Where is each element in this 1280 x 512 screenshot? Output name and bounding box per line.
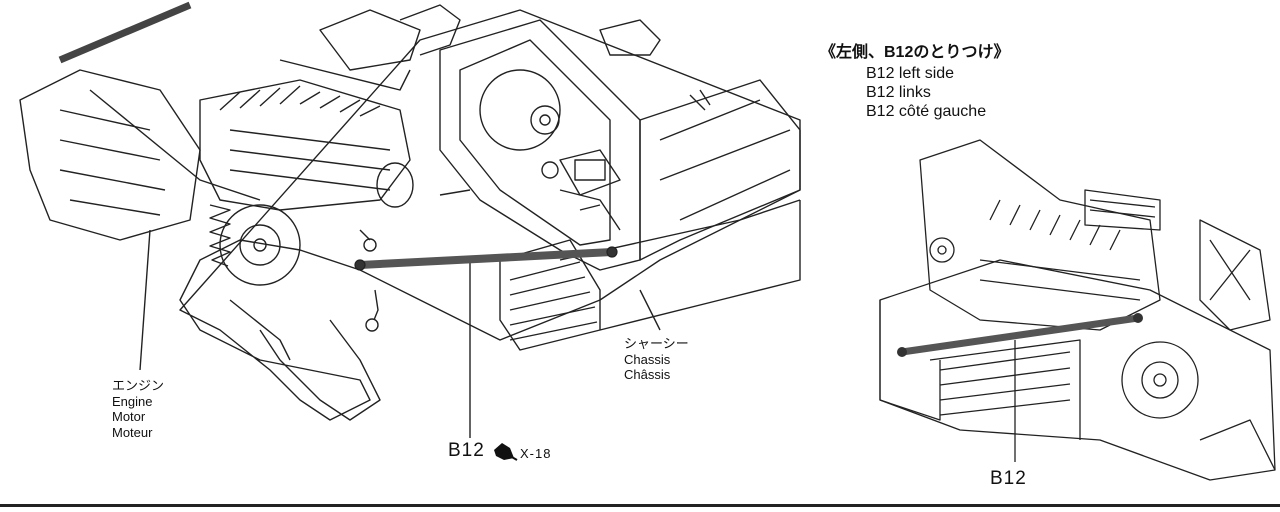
paint-droplet-icon	[494, 443, 518, 461]
chassis-label-fr: Châssis	[624, 367, 671, 383]
detail-engine	[919, 139, 1161, 331]
side-caption: B12 left side B12 links B12 côté gauche	[866, 64, 986, 121]
page-bottom-rule	[0, 504, 1280, 507]
upper-bracket	[319, 9, 421, 71]
part-paint-ref: X-18	[520, 446, 552, 461]
engine-block	[199, 79, 411, 211]
detail-chassis	[879, 259, 1276, 481]
part-label-main: B12	[448, 440, 485, 461]
side-caption-en: B12 left side	[866, 65, 955, 82]
engine-label-en: Engine	[112, 393, 153, 409]
detail-rod-b12	[901, 314, 1139, 356]
side-caption-de: B12 links	[866, 84, 931, 101]
chassis-callout: シャーシー Chassis Châssis	[624, 336, 689, 383]
chassis-rear-section	[639, 79, 801, 261]
engine-label-jp: エンジン	[112, 378, 165, 393]
rod-upper-left	[58, 1, 192, 64]
chassis-side-panel	[439, 19, 641, 271]
engine-label-fr: Moteur	[112, 424, 153, 440]
side-title: 《左側、B12のとりつけ》	[820, 44, 1010, 61]
chassis-floor	[179, 9, 801, 421]
side-caption-fr: B12 côté gauche	[866, 103, 987, 120]
chassis-label-en: Chassis	[624, 351, 671, 367]
gearbox	[19, 69, 201, 241]
part-label-detail: B12	[990, 468, 1027, 489]
engine-label-de: Motor	[112, 409, 146, 425]
rod-b12-main	[359, 248, 613, 269]
chassis-label-jp: シャーシー	[624, 336, 689, 351]
engine-callout: エンジン Engine Motor Moteur	[112, 378, 164, 440]
